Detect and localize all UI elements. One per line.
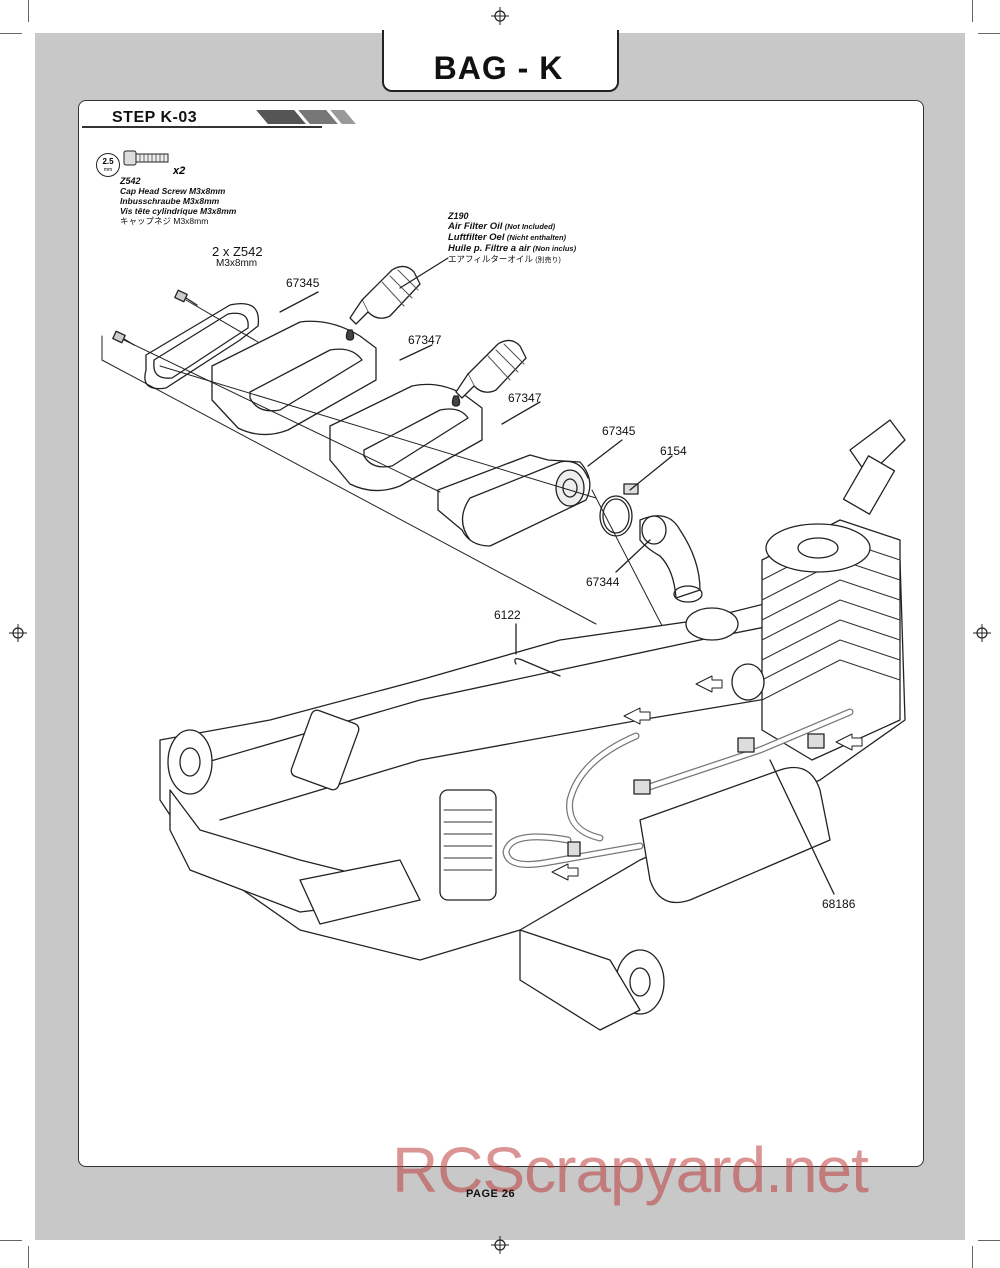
registration-mark-icon bbox=[491, 7, 509, 25]
page-number: PAGE 26 bbox=[466, 1188, 516, 1200]
callout-screw-size: M3x8mm bbox=[216, 258, 258, 269]
callout-67345-housing: 67345 bbox=[602, 424, 636, 438]
oil-name-de: Luftfilter Oel bbox=[448, 232, 505, 243]
step-label: STEP K-03 bbox=[112, 109, 198, 126]
hardware-name-jp: キャップネジ M3x8mm bbox=[120, 216, 209, 226]
crop-mark bbox=[972, 0, 973, 22]
watermark-text: RCScrapyard.net bbox=[392, 1134, 869, 1206]
crop-mark bbox=[28, 0, 29, 22]
step-underline bbox=[82, 126, 322, 128]
hex-unit: mm bbox=[103, 167, 113, 173]
hardware-description: Z542 Cap Head Screw M3x8mm Inbusschraube… bbox=[120, 176, 236, 226]
crop-mark bbox=[978, 1240, 1000, 1241]
hex-size: 2.5 bbox=[102, 157, 114, 166]
callout-68186-fuel-line: 68186 bbox=[822, 897, 856, 911]
hardware-quantity: x2 bbox=[173, 165, 186, 177]
registration-mark-icon bbox=[9, 624, 27, 642]
crop-mark bbox=[0, 33, 22, 34]
oil-description: Z190 Air Filter Oil (Not Included) Luftf… bbox=[448, 211, 576, 266]
hardware-name-de: Inbusschraube M3x8mm bbox=[120, 196, 220, 206]
hardware-code: Z542 bbox=[120, 176, 141, 186]
callout-screw-qty: 2 x Z542 bbox=[212, 244, 263, 259]
crop-mark bbox=[28, 1246, 29, 1268]
callout-67347-foam-a: 67347 bbox=[408, 333, 442, 347]
oil-note-fr: (Non inclus) bbox=[532, 244, 577, 253]
oil-code: Z190 bbox=[448, 211, 469, 221]
bag-title: BAG - K bbox=[433, 50, 564, 86]
callout-67344-elbow: 67344 bbox=[586, 575, 620, 589]
registration-mark-icon bbox=[973, 624, 991, 642]
oil-note-en: (Not Included) bbox=[504, 222, 556, 231]
callout-6154-clamp: 6154 bbox=[660, 444, 687, 458]
oil-name-en: Air Filter Oil bbox=[448, 221, 503, 232]
callout-67347-foam-b: 67347 bbox=[508, 391, 542, 405]
bag-tab bbox=[382, 30, 619, 92]
oil-name-jp: エアフィルターオイル bbox=[448, 254, 533, 264]
crop-mark bbox=[978, 33, 1000, 34]
callout-6122-wrench: 6122 bbox=[494, 608, 521, 622]
oil-note-jp: (別売り) bbox=[535, 257, 561, 264]
crop-mark bbox=[972, 1246, 973, 1268]
oil-name-fr: Huile p. Filtre a air bbox=[448, 243, 531, 254]
hardware-name-fr: Vis tête cylindrique M3x8mm bbox=[120, 206, 237, 216]
hardware-name-en: Cap Head Screw M3x8mm bbox=[120, 186, 226, 196]
registration-mark-icon bbox=[491, 1236, 509, 1254]
oil-note-de: (Nicht enthalten) bbox=[506, 233, 567, 242]
crop-mark bbox=[0, 1240, 22, 1241]
callout-67345-cover: 67345 bbox=[286, 276, 320, 290]
